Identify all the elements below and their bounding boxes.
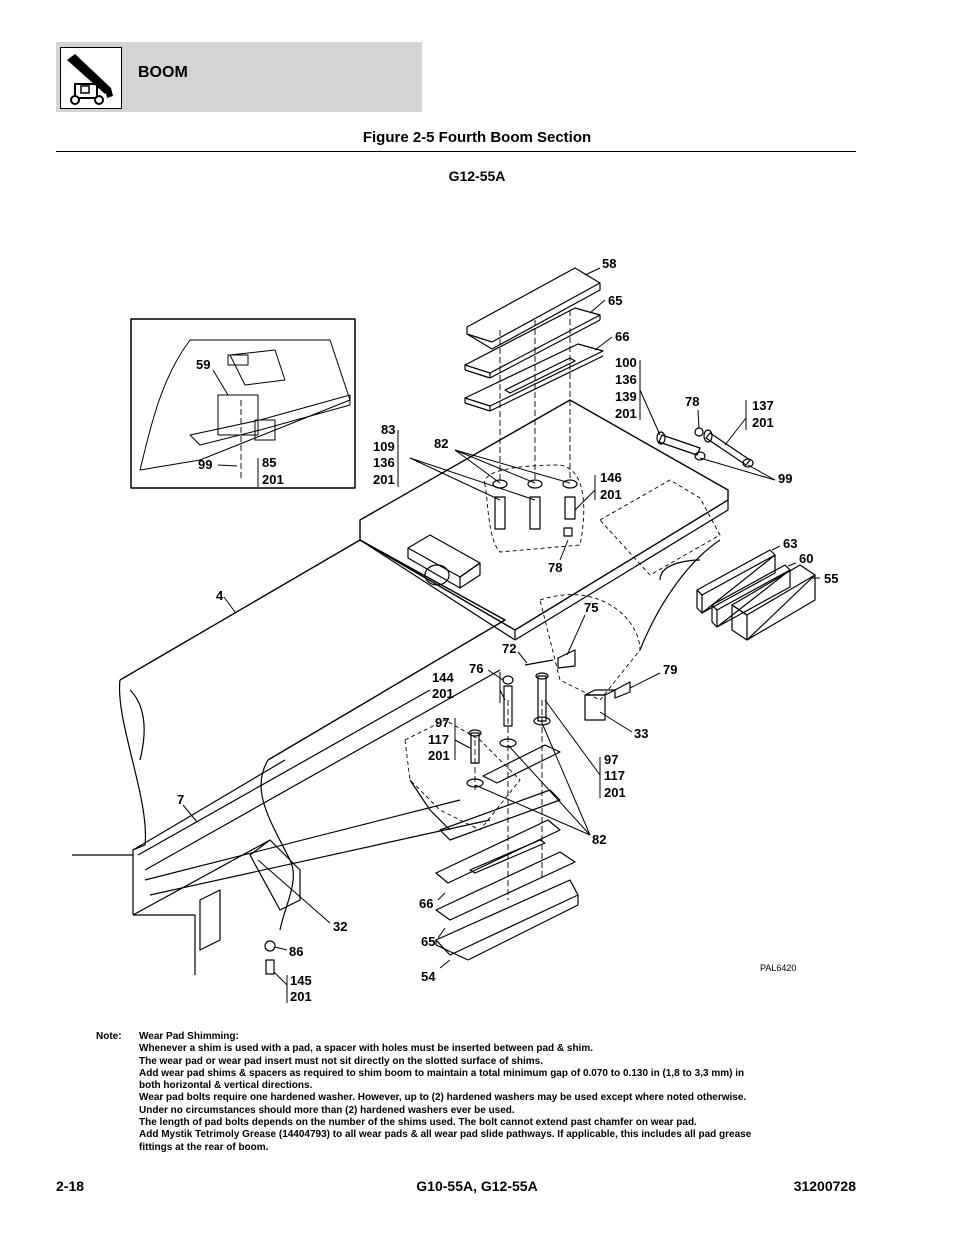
callout-146: 146 [600, 470, 622, 485]
footer-models: G10-55A, G12-55A [416, 1178, 538, 1194]
wear-pad-54 [435, 879, 579, 956]
note-line: fittings at the rear of boom. [139, 1141, 269, 1153]
callout-85: 85 [262, 455, 276, 470]
callout-97-right: 97 [604, 752, 618, 767]
note-line: Under no circumstances should more than … [139, 1104, 515, 1116]
spacer-65-bottom [435, 851, 576, 921]
callout-139: 139 [615, 389, 637, 404]
model-title: G12-55A [448, 168, 506, 184]
figure-title: Figure 2-5 Fourth Boom Section [362, 129, 592, 146]
document-number: 31200728 [793, 1178, 856, 1194]
callout-99-right: 99 [778, 471, 792, 486]
callout-82-bottom: 82 [592, 832, 606, 847]
callout-78-top: 78 [685, 394, 699, 409]
callout-99-inset: 99 [198, 457, 212, 472]
callout-4: 4 [216, 588, 224, 603]
callout-145: 145 [290, 973, 312, 988]
note-line: Whenever a shim is used with a pad, a sp… [139, 1043, 594, 1055]
callout-78-mid: 78 [548, 560, 562, 575]
callout-201-b: 201 [752, 415, 774, 430]
section-title: BOOM [138, 64, 188, 81]
callout-33: 33 [634, 726, 648, 741]
shim-63 [696, 549, 776, 596]
header-divider [56, 151, 856, 152]
note-line: Wear Pad Shimming: [139, 1031, 239, 1042]
callout-201-e: 201 [432, 686, 454, 701]
callout-55: 55 [824, 571, 838, 586]
spacer-65 [464, 307, 601, 374]
callout-76: 76 [469, 661, 483, 676]
callout-109: 109 [373, 439, 395, 454]
note-line: Wear pad bolts require one hardened wash… [139, 1092, 747, 1104]
callout-66-top: 66 [615, 329, 629, 344]
boom-top-plate [359, 399, 729, 631]
callout-201-c: 201 [373, 472, 395, 487]
callout-58: 58 [602, 256, 616, 271]
note-line: The length of pad bolts depends on the n… [139, 1117, 697, 1129]
note-line: Add wear pad shims & spacers as required… [139, 1067, 745, 1079]
note-body: Wear Pad Shimming: Whenever a shim is us… [139, 1031, 819, 1154]
callout-65-bottom: 65 [421, 934, 435, 949]
callout-79: 79 [663, 662, 677, 677]
callout-117-left: 117 [428, 732, 449, 747]
note-label: Note: [96, 1031, 122, 1042]
note-line: The wear pad or wear pad insert must not… [139, 1055, 543, 1067]
wear-pad-58 [466, 267, 601, 350]
shim-66 [464, 343, 604, 407]
callout-117-right: 117 [604, 768, 625, 783]
callout-144: 144 [432, 670, 454, 685]
callout-72: 72 [502, 641, 516, 656]
callout-54: 54 [421, 969, 436, 984]
callout-201-g: 201 [604, 785, 626, 800]
callout-201-h: 201 [290, 989, 312, 1004]
spacer-60 [711, 564, 791, 611]
page-number: 2-18 [56, 1178, 85, 1194]
note-line: Add Mystik Tetrimoly Grease (14404793) t… [139, 1129, 752, 1141]
drawing-reference: PAL6420 [760, 963, 796, 973]
callout-60: 60 [799, 551, 813, 566]
telehandler-logo-icon [60, 47, 122, 109]
callout-75: 75 [584, 600, 598, 615]
callout-83: 83 [381, 422, 395, 437]
bottom-spacer-plate [482, 744, 561, 784]
callout-137: 137 [752, 398, 774, 413]
callout-66-bottom: 66 [419, 896, 433, 911]
callout-201-inset: 201 [262, 472, 284, 487]
inset-detail-frame [130, 318, 356, 489]
callout-136-b: 136 [373, 455, 395, 470]
callout-201-f: 201 [428, 748, 450, 763]
callout-100: 100 [615, 355, 637, 370]
callout-7: 7 [177, 792, 184, 807]
callout-82-top: 82 [434, 436, 448, 451]
callout-201-a: 201 [615, 406, 637, 421]
callout-32: 32 [333, 919, 347, 934]
note-line: both horizontal & vertical directions. [139, 1080, 313, 1092]
callout-65-top: 65 [608, 293, 622, 308]
callout-86: 86 [289, 944, 303, 959]
callout-97-left: 97 [435, 715, 449, 730]
callout-201-d: 201 [600, 487, 622, 502]
callout-63: 63 [783, 536, 797, 551]
callout-59: 59 [196, 357, 210, 372]
callout-136-a: 136 [615, 372, 637, 387]
